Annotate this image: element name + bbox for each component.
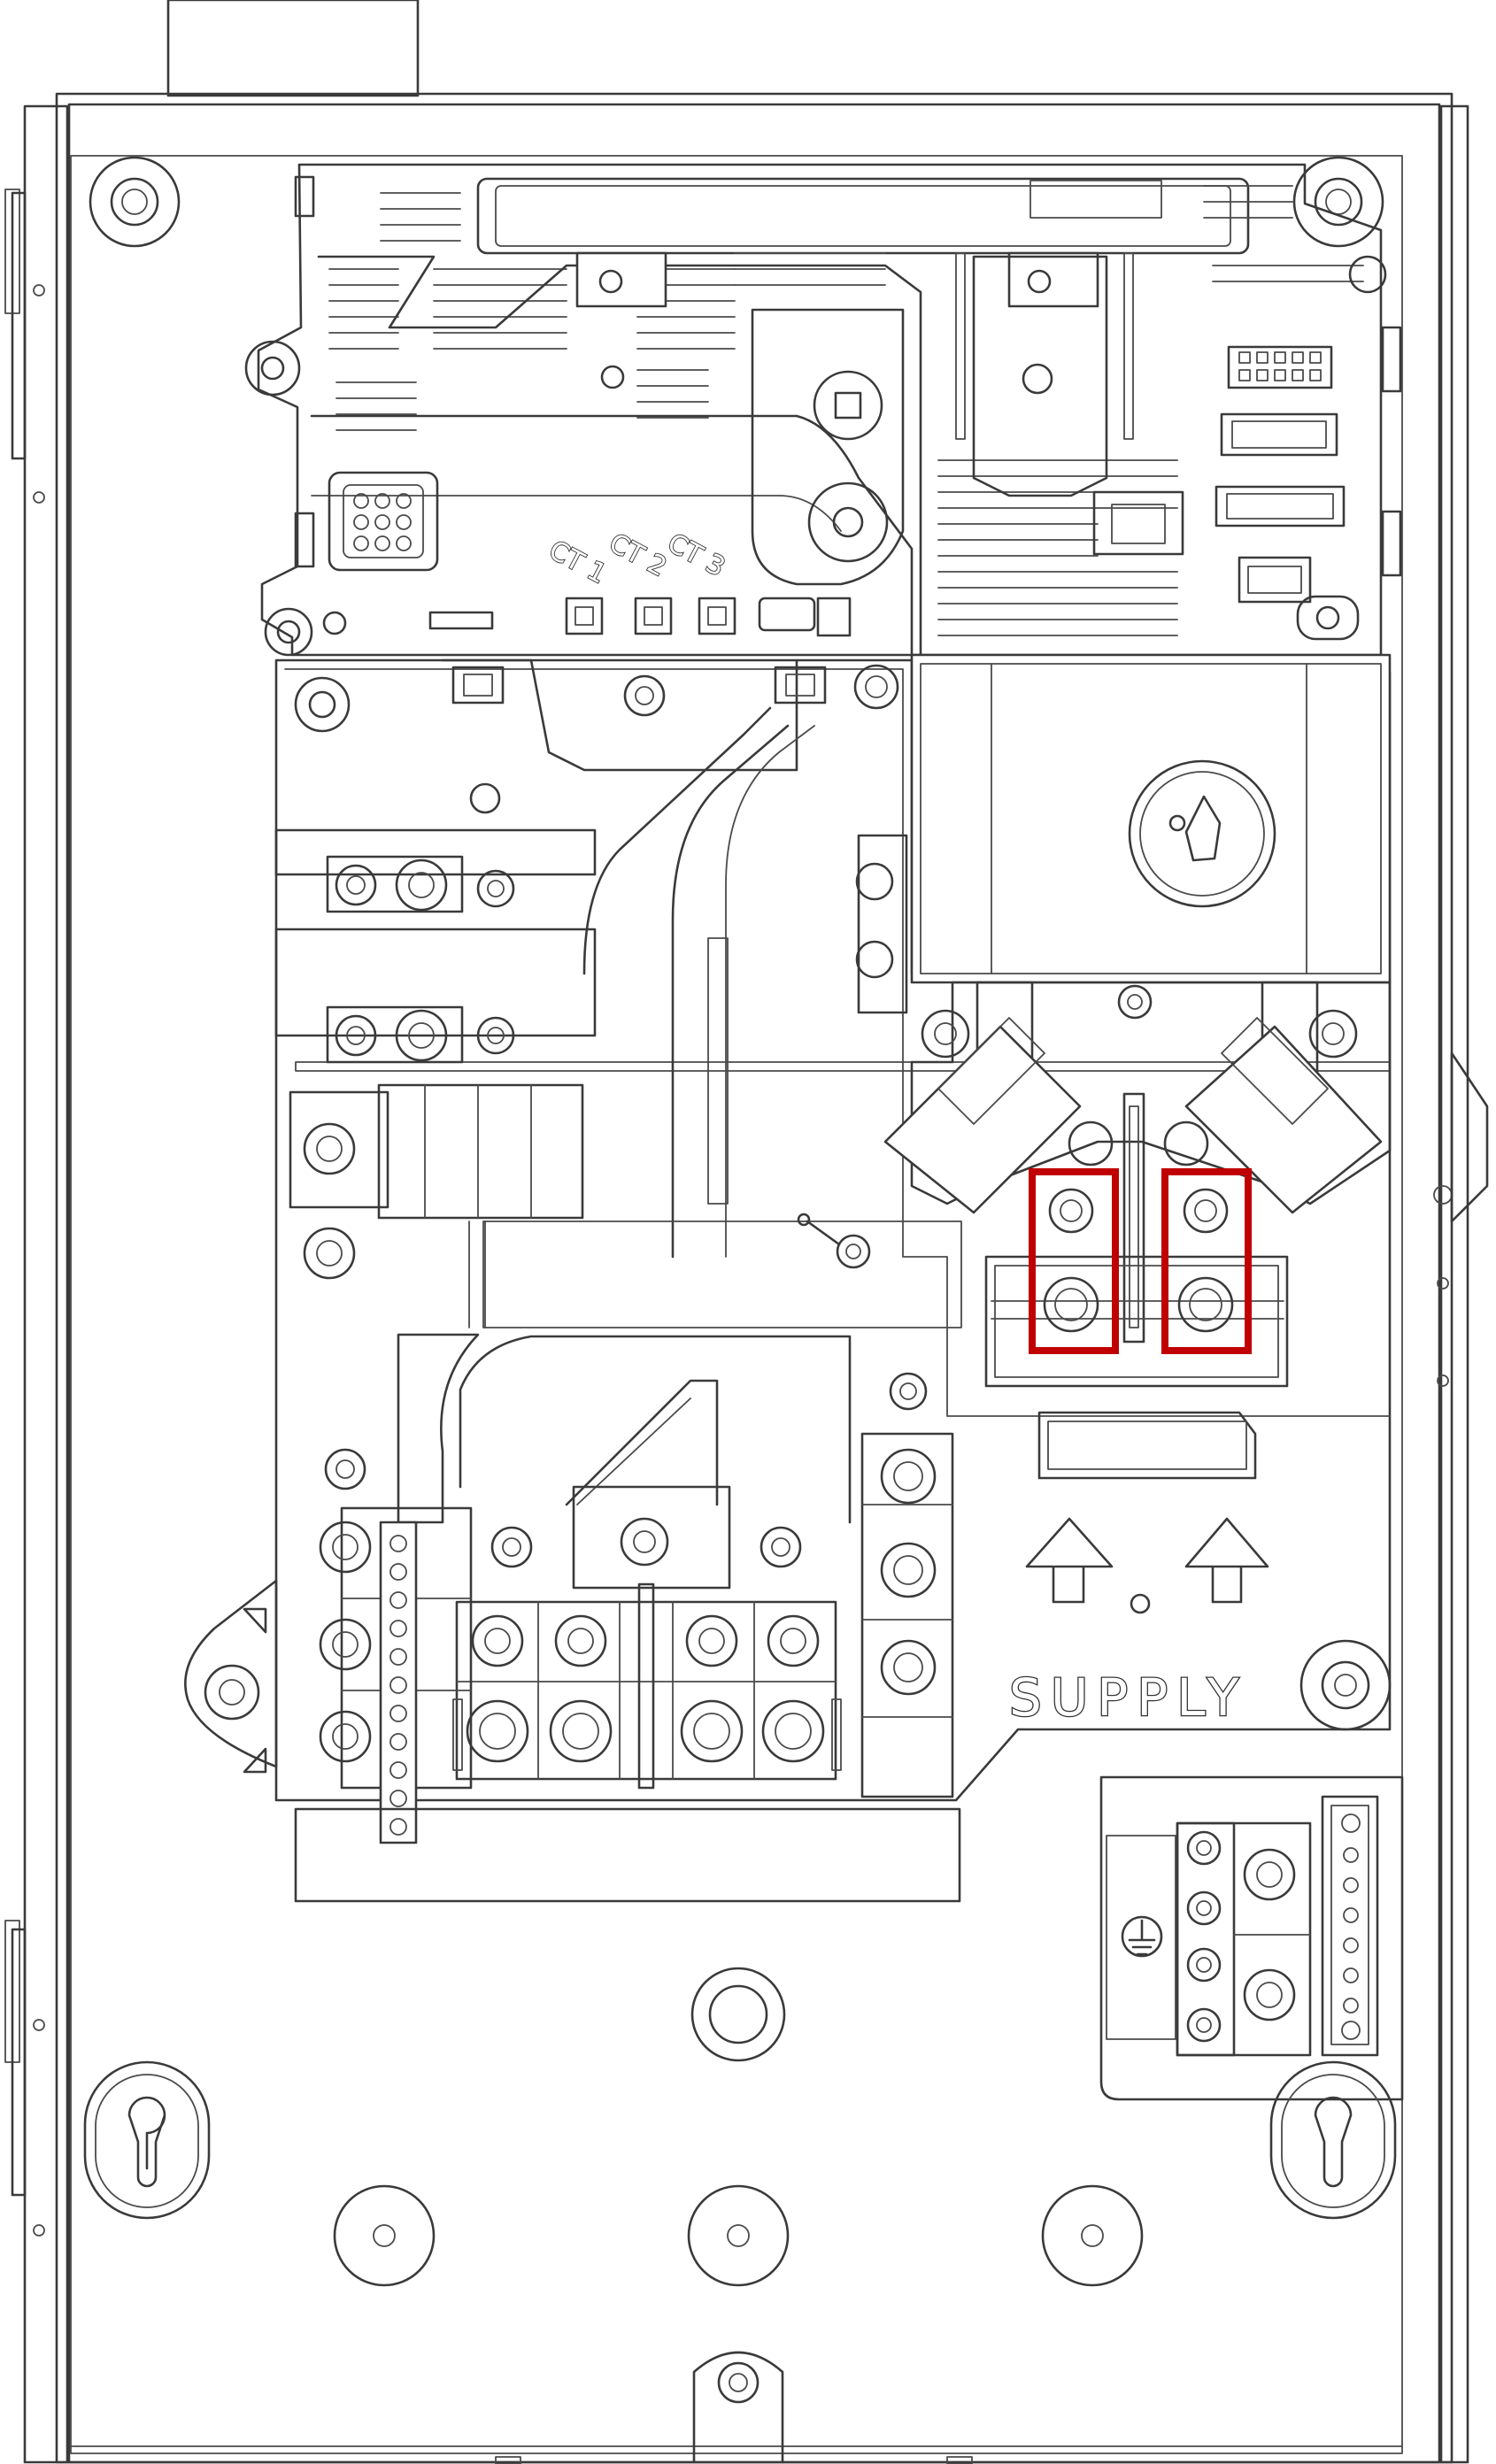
electronics-board (244, 163, 1402, 657)
mounting-features (83, 1967, 1397, 2464)
ethernet-port-icon (1092, 490, 1184, 556)
keyhole-icon (83, 2060, 211, 2220)
main-breaker (883, 653, 1392, 1480)
ct2-label: CT 2 (604, 527, 671, 583)
supply-terminal-highlights (1029, 1168, 1252, 1354)
ground-bar-assembly (1099, 1775, 1404, 2101)
ground-symbol-icon (1121, 1915, 1163, 1958)
knockout-icon (333, 2184, 1144, 2287)
keyhole-icon (1269, 2060, 1397, 2220)
supply-terminal-left (1029, 1168, 1119, 1354)
supply-marking: SUPPLY (1008, 1517, 1392, 1731)
supply-terminal-right (1161, 1168, 1252, 1354)
supply-arrow-icon (1184, 1517, 1269, 1604)
supply-label: SUPPLY (1009, 1667, 1247, 1728)
corner-screws (89, 156, 1384, 248)
ct1-label: CT 1 (544, 535, 611, 590)
supply-arrow-icon (1025, 1517, 1114, 1604)
ct3-label: CT 3 (662, 527, 729, 583)
enclosure (4, 0, 1489, 2464)
breaker-bus (184, 1333, 961, 1903)
